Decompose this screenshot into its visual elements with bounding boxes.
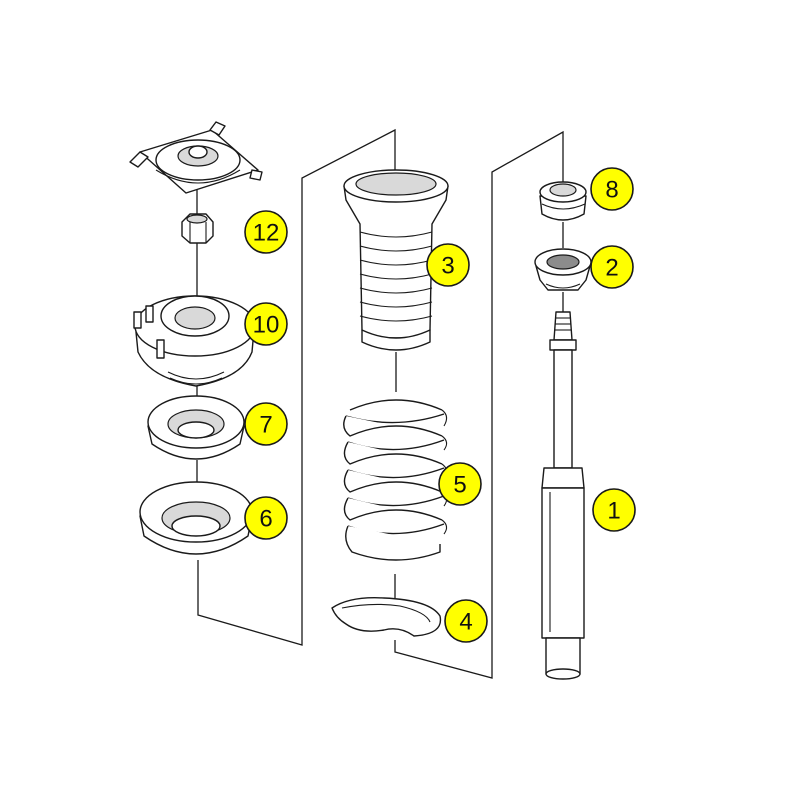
- callout-7-label: 7: [259, 412, 272, 439]
- callout-10: 10: [244, 302, 288, 346]
- callout-6-label: 6: [259, 506, 272, 533]
- strut-mount: [133, 295, 256, 387]
- callout-5: 5: [438, 462, 482, 506]
- bump-stop: [539, 181, 587, 221]
- callout-10-bubble: [244, 302, 288, 346]
- callout-4-bubble: [444, 599, 488, 643]
- callout-12-bubble: [244, 210, 288, 254]
- callout-4-label: 4: [459, 609, 472, 636]
- callout-7-bubble: [244, 402, 288, 446]
- callout-2: 2: [590, 245, 634, 289]
- lower-spring-seat: [139, 481, 253, 555]
- shock-absorber: [541, 311, 585, 680]
- callout-12-label: 12: [253, 220, 280, 247]
- callout-1-label: 1: [607, 498, 620, 525]
- callout-8-label: 8: [605, 177, 618, 204]
- upper-spring-seat: [147, 395, 245, 460]
- callout-8-bubble: [590, 167, 634, 211]
- callout-1: 1: [592, 488, 636, 532]
- coil-spring: [343, 399, 448, 561]
- lower-spring-pad: [331, 597, 442, 637]
- callout-2-label: 2: [605, 255, 618, 282]
- top-nut: [181, 213, 214, 244]
- callout-6: 6: [244, 496, 288, 540]
- callout-7: 7: [244, 402, 288, 446]
- callout-2-bubble: [590, 245, 634, 289]
- rod-bushing: [534, 248, 592, 291]
- callout-5-label: 5: [453, 472, 466, 499]
- callout-1-bubble: [592, 488, 636, 532]
- callout-3-label: 3: [441, 253, 454, 280]
- top-mounting-plate: [129, 121, 263, 194]
- callout-8: 8: [590, 167, 634, 211]
- callout-3-bubble: [426, 243, 470, 287]
- callout-5-bubble: [438, 462, 482, 506]
- callout-4: 4: [444, 599, 488, 643]
- callout-6-bubble: [244, 496, 288, 540]
- callout-3: 3: [426, 243, 470, 287]
- dust-boot: [343, 169, 449, 351]
- callout-10-label: 10: [253, 312, 280, 339]
- callout-12: 12: [244, 210, 288, 254]
